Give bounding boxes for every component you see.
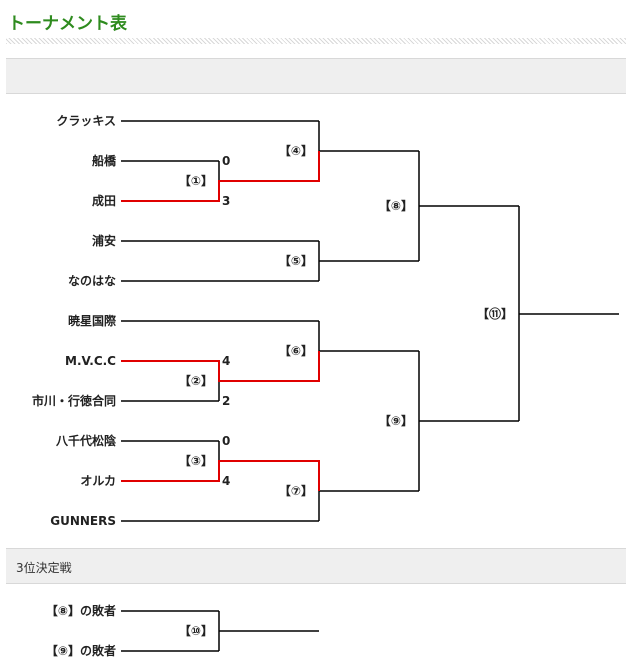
match-label: 【⑪】 bbox=[477, 306, 513, 321]
score: 4 bbox=[222, 354, 230, 368]
winner-path-m3 bbox=[121, 460, 320, 491]
score: 2 bbox=[222, 394, 230, 408]
match-label: 【⑨】 bbox=[379, 413, 413, 428]
team-name: 市川・行徳合同 bbox=[32, 393, 116, 408]
match-label: 【⑩】 bbox=[179, 623, 213, 638]
team-name: GUNNERS bbox=[50, 514, 116, 528]
team-name: M.V.C.C bbox=[65, 354, 116, 368]
header-band bbox=[6, 58, 626, 94]
team-name: なのはな bbox=[68, 274, 116, 288]
score: 4 bbox=[222, 474, 230, 488]
team-name: 船橋 bbox=[92, 153, 117, 168]
winner-path-m1 bbox=[121, 151, 320, 202]
match-label: 【⑧】 bbox=[379, 198, 413, 213]
third-place-entry: 【⑨】の敗者 bbox=[46, 643, 116, 658]
match-label: 【②】 bbox=[179, 373, 213, 388]
match-label: 【③】 bbox=[179, 453, 213, 468]
match-labels: 【①】 【②】 【③】 【④】 【⑤】 【⑥】 【⑦】 【⑧】 【⑨】 【⑪】 … bbox=[179, 143, 513, 638]
scores: 0 3 4 2 0 4 bbox=[222, 154, 230, 488]
team-name: 八千代松陰 bbox=[55, 433, 117, 448]
match-label: 【⑦】 bbox=[279, 483, 313, 498]
third-place-label: 3位決定戦 bbox=[16, 561, 72, 575]
score: 0 bbox=[222, 434, 230, 448]
team-name: 暁星国際 bbox=[68, 313, 117, 328]
winner-path-m2 bbox=[121, 351, 320, 382]
match-label: 【①】 bbox=[179, 173, 213, 188]
match-label: 【⑤】 bbox=[279, 253, 313, 268]
match-label: 【⑥】 bbox=[279, 343, 313, 358]
team-name: クラッキス bbox=[56, 114, 116, 128]
team-name: 成田 bbox=[92, 193, 116, 208]
bracket-lines bbox=[121, 120, 619, 652]
team-name: 浦安 bbox=[92, 233, 116, 248]
third-place-band: 3位決定戦 bbox=[6, 548, 626, 584]
title-divider bbox=[6, 38, 626, 44]
match-label: 【④】 bbox=[279, 143, 313, 158]
score: 0 bbox=[222, 154, 230, 168]
winner-paths bbox=[121, 151, 320, 491]
team-name: オルカ bbox=[80, 474, 116, 488]
score: 3 bbox=[222, 194, 230, 208]
team-names: クラッキス 船橋 成田 浦安 なのはな 暁星国際 M.V.C.C 市川・行徳合同… bbox=[32, 114, 117, 658]
page-title: トーナメント表 bbox=[8, 14, 127, 34]
third-place-entry: 【⑧】の敗者 bbox=[46, 603, 116, 618]
